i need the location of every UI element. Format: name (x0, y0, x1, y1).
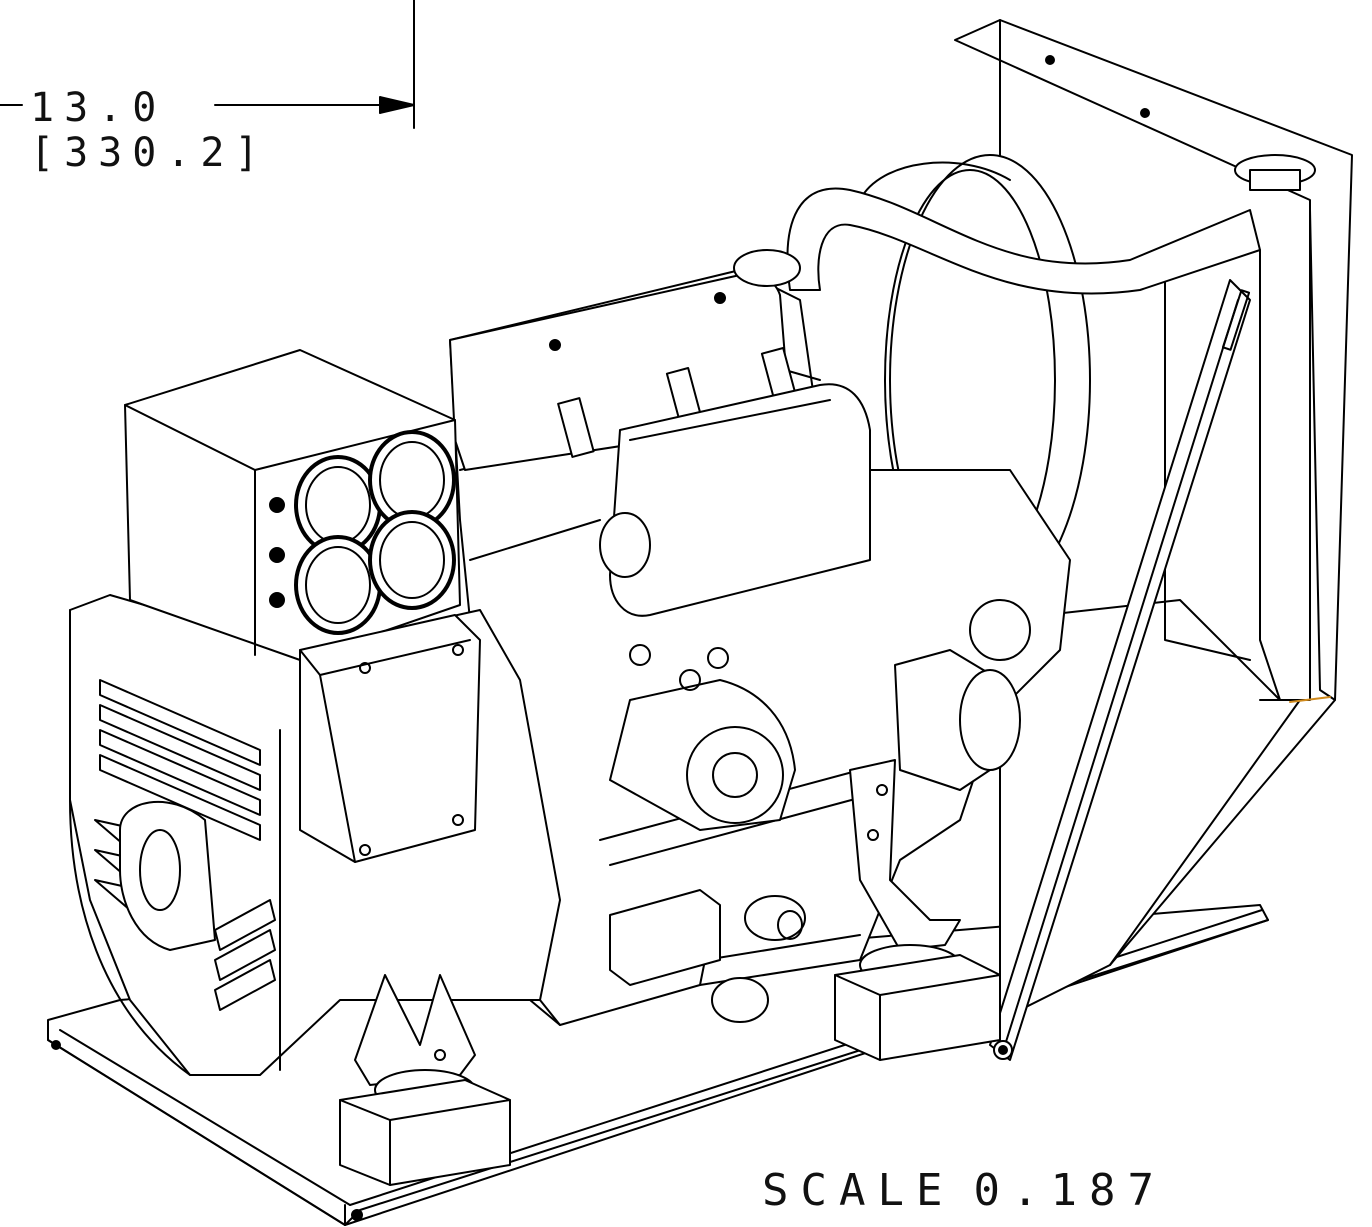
engine-mount-right (834, 759, 1001, 1061)
dimension-imperial: 13.0 (30, 85, 167, 131)
scale-label: SCALE (762, 1165, 955, 1216)
control-box (124, 349, 461, 661)
support-strut (989, 279, 1251, 1061)
air-filter (599, 383, 871, 617)
alternator (894, 599, 1031, 791)
junction-box (299, 614, 481, 863)
gauge-cluster (269, 430, 456, 635)
coolant-pipe (786, 154, 1316, 295)
scale-note: SCALE 0.187 (762, 1165, 1166, 1216)
scale-value: 0.187 (973, 1165, 1166, 1216)
fuel-filter (609, 889, 806, 1023)
dimension-metric: [330.2] (30, 130, 269, 176)
dimension-callout (0, 0, 415, 129)
engine-mount-left (339, 974, 511, 1186)
starter-motor (609, 644, 796, 831)
